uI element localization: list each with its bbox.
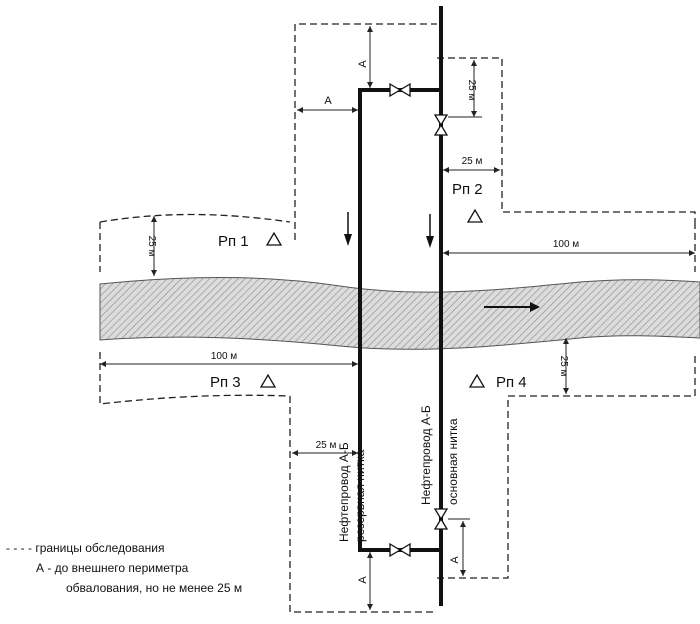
survey-boundary-top	[294, 23, 437, 240]
dimension-25m-zone1: 25 м	[146, 216, 157, 276]
dimension-100m-left: 100 м	[100, 351, 358, 367]
dimension-25m-top: 25 м	[448, 60, 482, 118]
dimension-a-bottom-right: А	[448, 518, 470, 576]
reserve-pipeline-name: Нефтепровод А-Б	[337, 442, 351, 542]
zone-2-label: Рп 2	[452, 181, 483, 198]
reserve-pipeline-kind: резервная нитка	[353, 449, 367, 542]
survey-boundary-bottom	[289, 396, 437, 613]
benchmark-triangle-icon	[259, 373, 277, 388]
valve-icon	[389, 82, 411, 98]
dimension-25m-zone2: 25 м	[443, 156, 500, 173]
legend-boundary: - - - - границы обследования	[6, 541, 165, 555]
survey-boundary-upper-bank	[99, 213, 291, 223]
dimension-a-top: А	[357, 26, 373, 88]
dimension-label: 100 м	[211, 351, 237, 362]
dimension-label: 100 м	[553, 239, 579, 250]
survey-boundary-bottom	[437, 352, 696, 579]
pipe-flow-arrow	[344, 212, 352, 246]
dimension-label: А	[357, 60, 369, 68]
benchmark-triangle-icon	[265, 231, 283, 246]
legend-a-definition: А - до внешнего периметра	[36, 561, 189, 575]
valve-icon	[389, 542, 411, 558]
zone-4-label: Рп 4	[496, 374, 527, 391]
pipe-flow-arrow	[426, 214, 434, 248]
river	[99, 277, 700, 350]
dimension-label: 25 м	[316, 440, 337, 451]
zone-3-label: Рп 3	[210, 374, 241, 391]
dimension-label: 25 м	[466, 80, 477, 101]
dimension-label: 25 м	[462, 156, 483, 167]
main-pipeline-kind: основная нитка	[446, 418, 460, 505]
dimension-25m-zone4: 25 м	[558, 338, 569, 394]
dimension-label: А	[449, 556, 461, 564]
benchmark-triangle-icon	[466, 208, 484, 223]
survey-boundary-lower-bank	[99, 352, 291, 405]
dimension-100m-right: 100 м	[443, 239, 695, 256]
valve-icon	[433, 508, 449, 530]
dimension-label: 25 м	[146, 236, 157, 257]
zone-1-label: Рп 1	[218, 233, 249, 250]
dimension-label: А	[357, 576, 369, 584]
flow-arrow	[484, 302, 540, 312]
dimension-a-left: А	[297, 95, 358, 113]
dimension-label: 25 м	[558, 356, 569, 377]
legend-a-definition-cont: обвалования, но не менее 25 м	[66, 581, 243, 595]
dimension-label: А	[324, 95, 332, 107]
benchmark-triangle-icon	[468, 373, 486, 388]
main-pipeline-name: Нефтепровод А-Б	[419, 405, 433, 505]
dimension-25m-zone3: 25 м	[292, 440, 358, 456]
valve-icon	[433, 114, 449, 136]
dimension-a-bottom: А	[357, 552, 373, 610]
